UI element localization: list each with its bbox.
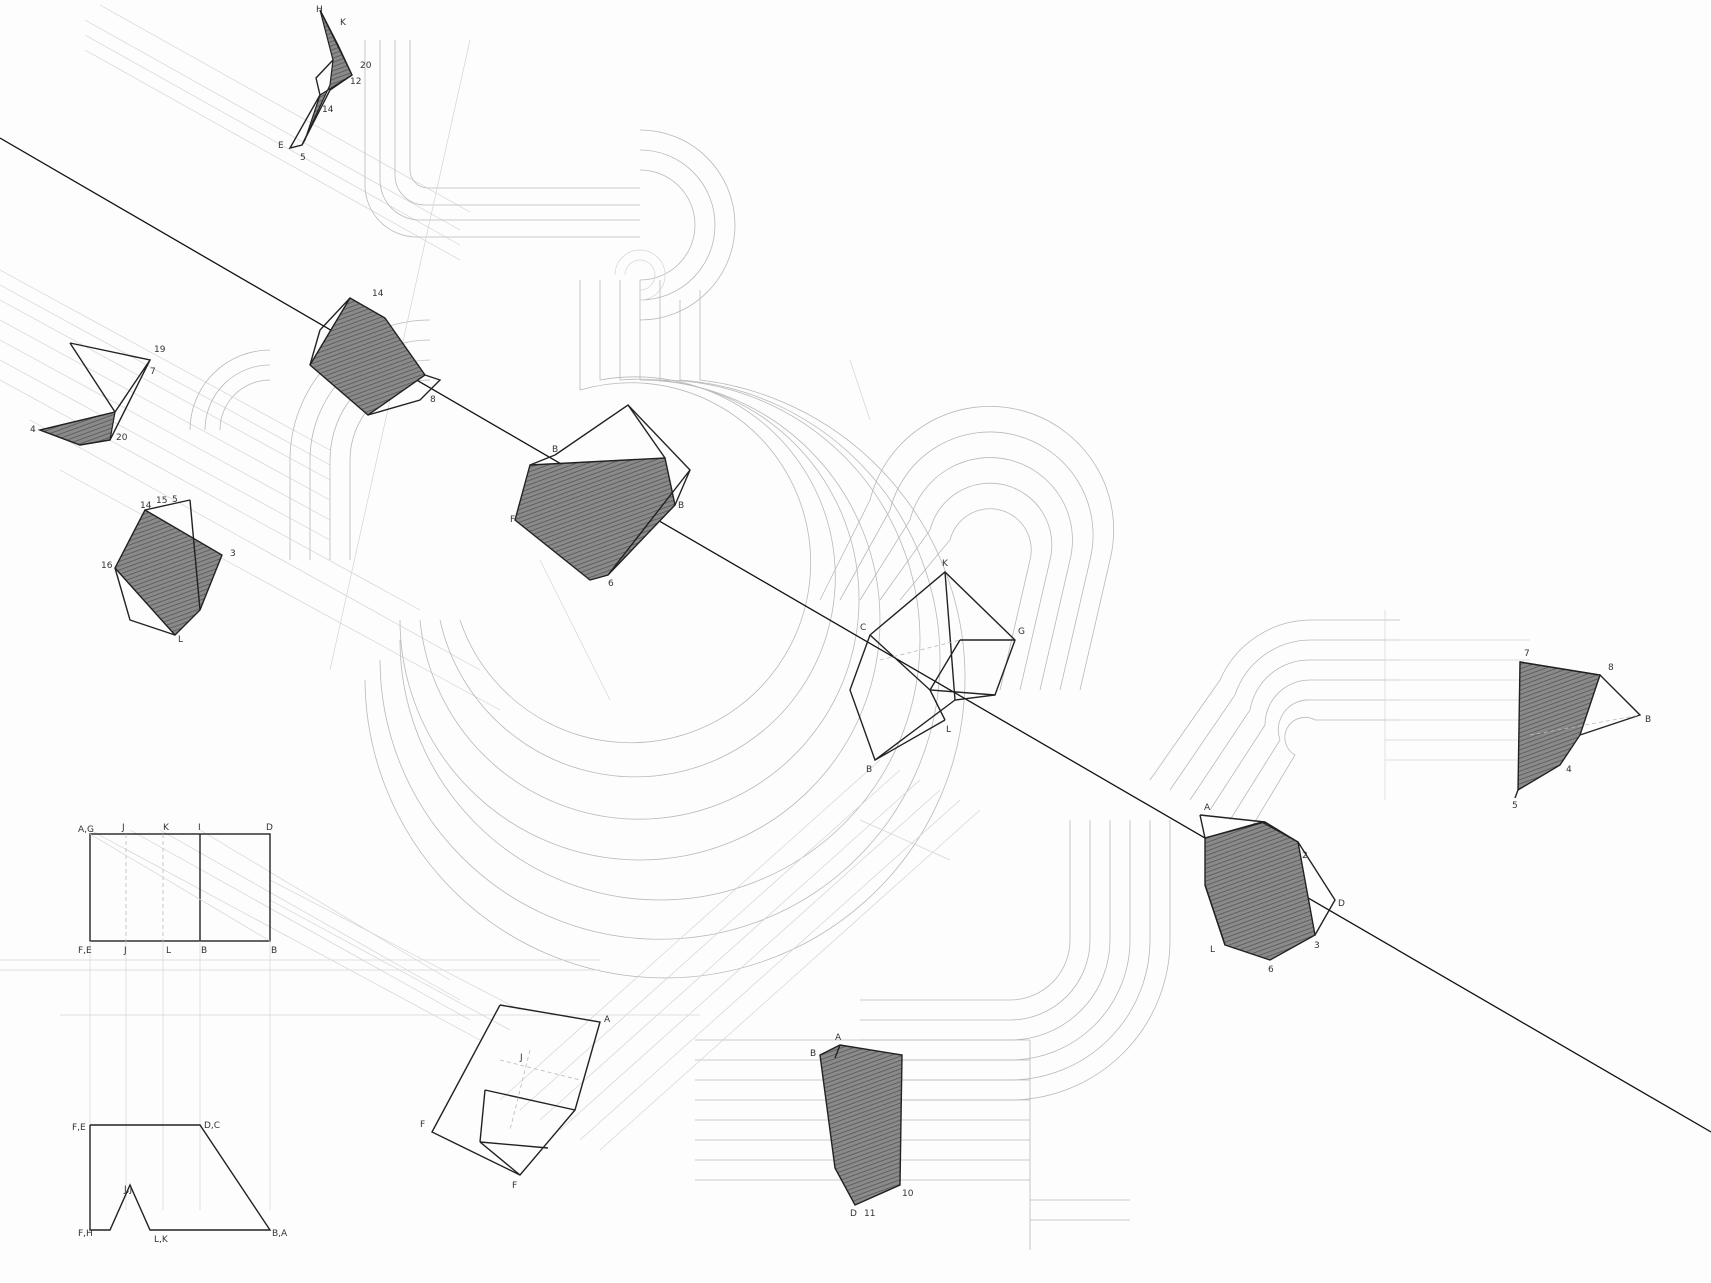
label: 3 [1314,941,1320,951]
label: F,E [72,1123,86,1133]
label: D [850,1209,857,1219]
label: 5 [300,153,306,163]
label: 5 [1512,801,1518,811]
label: K [942,559,949,569]
label: D [1338,899,1345,909]
label: C [860,623,866,633]
auxiliary-view-1: H K 12 E 5 14 20 [278,5,372,163]
label: J [121,823,125,833]
label: 3 [230,549,236,559]
label: F,E [78,946,92,956]
label: A [604,1015,611,1025]
label: B,A [272,1229,288,1239]
label: 20 [116,433,128,443]
label: G [1018,627,1025,637]
auxiliary-view-7: F A J F [420,1004,611,1191]
label: L [946,725,951,735]
auxiliary-view-3: 14 15 3 16 L 5 [101,495,236,645]
label: K [163,823,170,833]
label: A,G [78,825,94,835]
auxiliary-view-6: C K G L B [849,559,1025,775]
label: 5 [172,495,178,505]
label: 14 [372,289,384,299]
auxiliary-view-4: 14 8 [309,289,442,416]
label: D,C [204,1121,220,1131]
label: B [866,765,872,775]
label: L [166,946,171,956]
label: 8 [430,395,436,405]
label: B [552,445,558,455]
label: D [266,823,273,833]
label: H [316,5,323,15]
label: F [512,1181,517,1191]
label: K [340,18,347,28]
label: 20 [360,61,372,71]
label: A [835,1033,842,1043]
label: 2 [1302,851,1308,861]
auxiliary-view-2: 19 7 4 20 [30,342,166,446]
label: B [271,946,277,956]
orthographic-top-view: A,G J K I D F,E J L B B [78,823,277,1210]
label: E [278,141,284,151]
auxiliary-view-9: A 2 D 3 L 6 [1199,803,1345,975]
label: 8 [1608,663,1614,673]
label: L [178,635,183,645]
label: A [1204,803,1211,813]
label: J [519,1053,523,1063]
label: J,J [123,1185,132,1195]
label: I [198,823,201,833]
label: B [810,1049,816,1059]
label: B [201,946,207,956]
label: 7 [150,367,156,377]
label: L,K [154,1235,169,1245]
label: 10 [902,1189,914,1199]
label: B [678,501,684,511]
label: 6 [608,579,614,589]
auxiliary-view-8: A B 10 D 11 [810,1033,914,1219]
label: F [420,1120,425,1130]
label: 11 [864,1209,875,1219]
label: F [510,515,515,525]
orthographic-front-view: F,E D,C B,A F,H L,K J,J [72,1121,288,1245]
label: 4 [30,425,36,435]
label: 14 [322,105,334,115]
label: 15 [156,496,167,506]
label: 6 [1268,965,1274,975]
label: F,H [78,1229,93,1239]
label: L [1210,945,1215,955]
label: 12 [350,77,361,87]
label: B [1645,715,1651,725]
label: 19 [154,345,166,355]
auxiliary-view-10: 7 8 B 5 4 [1512,649,1651,811]
label: 4 [1566,765,1572,775]
label: 7 [1524,649,1530,659]
construction-lines [0,4,1530,1250]
auxiliary-view-5: B F 6 B [510,404,691,589]
label: 16 [101,561,113,571]
label: 14 [140,501,152,511]
label: J [123,946,127,956]
main-axis-line [0,137,1711,1133]
